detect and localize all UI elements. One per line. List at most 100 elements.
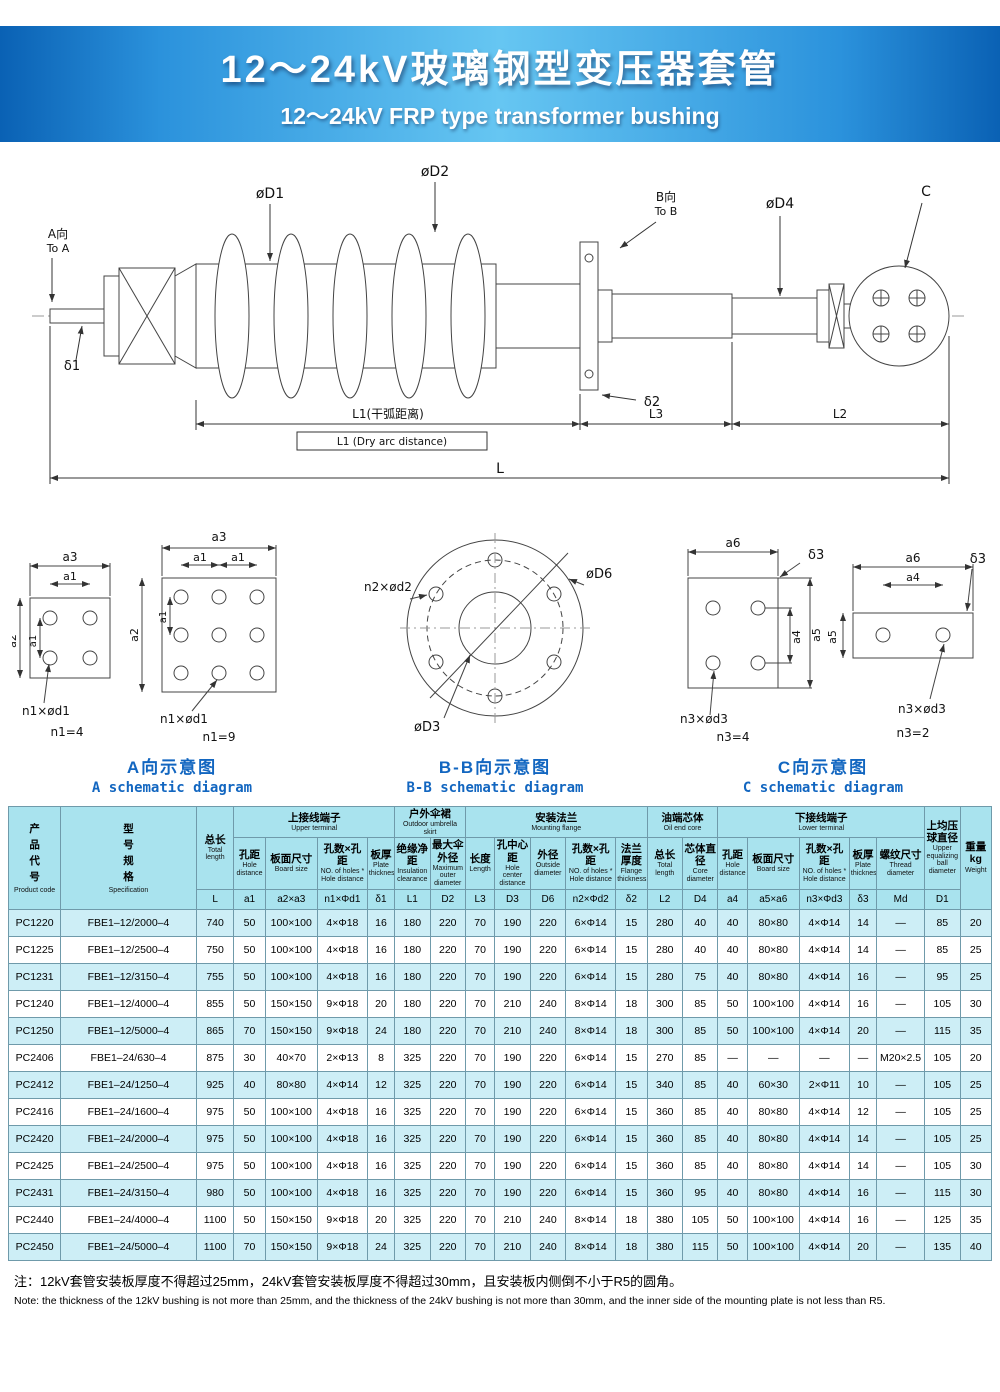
- cell-value: 50: [717, 989, 748, 1018]
- symbol-header: n3×Φd3: [798, 888, 850, 910]
- cell-value: 15: [615, 1178, 648, 1207]
- cell-value: 280: [646, 962, 684, 991]
- cell-value: 70: [233, 1016, 266, 1045]
- cell-value: 150×150: [264, 1016, 318, 1045]
- column-header-ball-diameter: 上均压球直径 Upper equalizing ball diameter: [924, 806, 961, 890]
- cell-value: 15: [615, 962, 648, 991]
- cell-value: 220: [429, 962, 467, 991]
- cell-value: 40: [959, 1232, 993, 1261]
- cell-value: 105: [924, 1151, 961, 1180]
- cell-value: 220: [429, 989, 467, 1018]
- cell-value: 18: [615, 989, 648, 1018]
- cell-value: 8×Φ14: [565, 1232, 617, 1261]
- cell-value: 240: [529, 1232, 567, 1261]
- a2-label: a2: [128, 628, 141, 642]
- cell-value: 115: [924, 1178, 961, 1207]
- cell-value: 70: [464, 908, 496, 937]
- bushing-side-view: A向 To A B向 To B øD1 øD2 øD4 C δ1 δ2 L1(干…: [32, 164, 968, 484]
- cell-value: 16: [366, 1151, 396, 1180]
- symbol-header: δ2: [615, 888, 648, 910]
- cell-value: 865: [195, 1016, 235, 1045]
- page: { "header": { "title_zh": "12～24kV玻璃钢型变压…: [0, 26, 1000, 1392]
- cell-value: 18: [615, 1016, 648, 1045]
- symbol-header: D3: [494, 888, 531, 910]
- cell-value: 270: [646, 1043, 684, 1072]
- cell-value: 18: [615, 1232, 648, 1261]
- cell-value: 16: [366, 908, 396, 937]
- schematic-diagrams: a3 a1 a2 a1 n1×ød1 n1=4 a3 a1 a1 a2 a1 n…: [0, 523, 1000, 796]
- cell-value: 980: [195, 1178, 235, 1207]
- cell-value: 4×Φ14: [798, 1124, 850, 1153]
- cell-value: 6×Φ14: [565, 1178, 617, 1207]
- cell-value: 70: [464, 1205, 496, 1234]
- cell-value: 24: [366, 1016, 396, 1045]
- cell-value: 105: [924, 1124, 961, 1153]
- cell-value: 85: [681, 1151, 719, 1180]
- cell-value: 100×100: [264, 935, 318, 964]
- cell-value: 25: [959, 935, 993, 964]
- cell-value: 180: [394, 1016, 431, 1045]
- cell-value: —: [848, 1043, 878, 1072]
- cell-value: 15: [615, 1124, 648, 1153]
- cell-value: 100×100: [746, 1205, 800, 1234]
- cell-value: 14: [848, 935, 878, 964]
- cell-value: 80×80: [746, 962, 800, 991]
- cell-value: 6×Φ14: [565, 935, 617, 964]
- cell-value: 100×100: [264, 1124, 318, 1153]
- symbol-header: L3: [464, 888, 496, 910]
- cell-value: 40: [717, 1151, 748, 1180]
- cell-value: 220: [529, 1151, 567, 1180]
- cell-value: 70: [464, 989, 496, 1018]
- cell-value: 220: [529, 1097, 567, 1126]
- n1-holes-label: n1×ød1: [160, 712, 208, 726]
- cell-value: 70: [464, 1151, 496, 1180]
- cell-value: 15: [615, 935, 648, 964]
- cell-value: 100×100: [264, 1151, 318, 1180]
- cell-value: 105: [924, 1043, 961, 1072]
- cell-value: 80×80: [746, 935, 800, 964]
- cell-specification: FBE1–12/2000–4: [60, 908, 197, 937]
- cell-value: 220: [529, 908, 567, 937]
- cell-value: 125: [924, 1205, 961, 1234]
- cell-value: 105: [924, 1070, 961, 1099]
- cell-value: 40×70: [264, 1043, 318, 1072]
- cell-value: 8×Φ14: [565, 1205, 617, 1234]
- a2-label: a2: [12, 634, 19, 648]
- cell-value: 30: [959, 989, 993, 1018]
- symbol-header: a4: [717, 888, 748, 910]
- cell-value: —: [876, 908, 926, 937]
- cell-value: 4×Φ14: [798, 989, 850, 1018]
- a5-label: a5: [826, 630, 839, 644]
- cell-value: 25: [959, 962, 993, 991]
- cell-value: 50: [233, 1124, 266, 1153]
- note-en: Note: the thickness of the 12kV bushing …: [14, 1294, 886, 1307]
- column-header-spec: 型号规格 Specification: [60, 806, 197, 910]
- a3-label: a3: [63, 550, 78, 564]
- cell-value: 80×80: [746, 908, 800, 937]
- cell-value: 875: [195, 1043, 235, 1072]
- cell-value: 975: [195, 1151, 235, 1180]
- cell-value: 220: [429, 1151, 467, 1180]
- cell-value: 25: [959, 1070, 993, 1099]
- cell-value: —: [717, 1043, 748, 1072]
- schematic-a-caption-en: A schematic diagram: [91, 780, 253, 796]
- symbol-header: L2: [646, 888, 684, 910]
- cell-value: 150×150: [264, 989, 318, 1018]
- cell-value: 4×Φ14: [798, 1232, 850, 1261]
- cell-value: 220: [429, 1178, 467, 1207]
- cell-value: 190: [494, 908, 531, 937]
- cell-value: 220: [429, 1232, 467, 1261]
- cell-value: 12: [366, 1070, 396, 1099]
- cell-value: 220: [429, 1124, 467, 1153]
- diameter-d1-label: øD1: [256, 186, 284, 202]
- cell-specification: FBE1–12/2500–4: [60, 935, 197, 964]
- cell-specification: FBE1–24/1250–4: [60, 1070, 197, 1099]
- view-b-label: B向: [656, 189, 676, 204]
